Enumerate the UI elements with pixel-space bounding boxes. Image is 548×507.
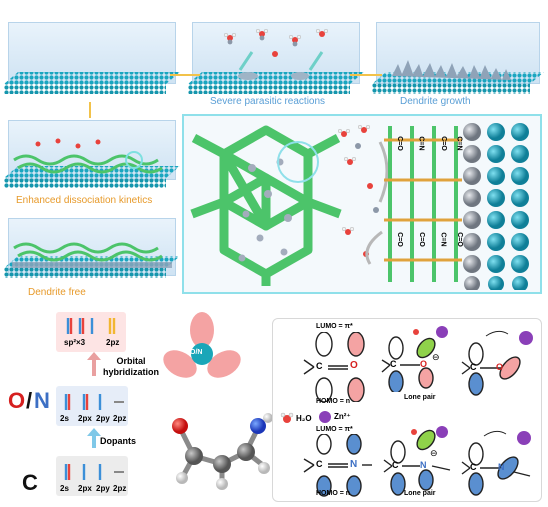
on-big-o: O <box>8 388 26 413</box>
bond-label-6: C=N <box>439 232 447 247</box>
hybrid-top-label: sp²×3 <box>64 338 86 347</box>
mo-minus-1: ⊖ <box>432 352 440 362</box>
mo-co-mid-c: C <box>390 359 397 369</box>
legend-h2o: H₂O <box>296 414 312 423</box>
on-orbital-arrows <box>64 394 124 410</box>
mo-co-right <box>461 330 533 396</box>
enhanced-substrate <box>4 138 180 188</box>
parasitic-substrate <box>188 72 364 94</box>
c-orbital-2px: 2px <box>78 484 92 493</box>
caption-dendrite-growth: Dendrite growth <box>400 96 471 107</box>
mo-co-left-c: C <box>316 361 323 371</box>
arrows-top <box>170 74 382 76</box>
mo-co-left <box>303 332 365 402</box>
mo-lumo-1: LUMO = π* <box>316 323 353 330</box>
bond-label-0: C=O <box>395 136 403 151</box>
c-orbital-2s: 2s <box>60 484 69 493</box>
mo-cn-right-n: N <box>498 462 505 472</box>
mo-cn-left-c: C <box>316 459 323 469</box>
mo-cn-left <box>303 434 372 497</box>
cof-framework <box>190 125 342 286</box>
on-orbital-2px: 2px <box>78 414 92 423</box>
hybridization-arrow <box>87 352 101 376</box>
bond-label-1: C=N <box>417 136 425 151</box>
bond-label-5: C=O <box>417 232 425 247</box>
layered-framework <box>384 126 462 282</box>
mo-cn-mid-n: N <box>420 460 427 470</box>
on-orbital-2py: 2py <box>96 414 110 423</box>
c-orbital-arrows <box>64 464 124 480</box>
ball-stick-molecule <box>172 413 273 490</box>
water-clusters-top <box>224 29 328 71</box>
mo-minus-2: ⊖ <box>430 448 438 458</box>
caption-enhanced: Enhanced dissociation kinetics <box>16 195 153 206</box>
legend-zn-icon <box>319 411 331 423</box>
mo-co-mid-o: O <box>420 359 428 369</box>
mo-cn-middle <box>383 426 451 496</box>
dendrite-substrate <box>372 60 544 94</box>
mo-co-right-o: O <box>496 362 504 372</box>
mo-lumo-2: LUMO = π* <box>316 426 353 433</box>
caption-dendrite-free: Dendrite free <box>28 287 86 298</box>
bond-label-2: C=O <box>439 136 447 151</box>
on-big-n: N <box>34 388 50 413</box>
legend-h2o-icon <box>280 412 294 423</box>
mo-co-right-c: C <box>470 362 477 372</box>
bare-zn-substrate <box>4 72 180 94</box>
hybridization-label: Orbital hybridization <box>103 356 159 377</box>
mo-homo-1: HOMO = n <box>316 398 351 405</box>
mo-cn-right-c: C <box>470 462 477 472</box>
mo-cn-left-n: N <box>350 459 358 470</box>
bond-label-4: C=O <box>395 232 403 247</box>
mo-homo-2: HOMO = n <box>316 490 351 497</box>
dendrite-free-substrate <box>4 242 180 278</box>
caption-parasitic: Severe parasitic reactions <box>210 96 326 107</box>
water-stream <box>337 125 389 265</box>
on-orbital-2s: 2s <box>60 414 69 423</box>
sp2-center-label: O/N <box>190 349 203 356</box>
legend-zn: Zn²⁺ <box>334 412 351 421</box>
on-orbital-2pz: 2pz <box>113 414 127 423</box>
mo-lone-pair-2: Lone pair <box>404 490 436 497</box>
mo-co-middle <box>381 326 448 392</box>
mo-co-left-o: O <box>350 360 358 371</box>
c-orbital-2py: 2py <box>96 484 110 493</box>
mo-cn-right <box>461 430 531 496</box>
hybrid-top-label-pz: 2pz <box>106 338 120 347</box>
on-big-slash: / <box>26 388 33 413</box>
mo-cn-mid-c: C <box>392 460 399 470</box>
c-big: C <box>22 470 38 495</box>
arrows-vertical <box>89 102 91 118</box>
hybrid-top-arrows <box>66 318 116 334</box>
schematic-area: Severe parasitic reactions Dendrite grow… <box>4 22 544 298</box>
mo-lone-pair-1: Lone pair <box>404 394 436 401</box>
c-orbital-2pz: 2pz <box>113 484 127 493</box>
dopants-label: Dopants <box>100 436 136 446</box>
zn-lattice <box>463 123 529 290</box>
dopants-arrow <box>87 428 101 448</box>
sp2-orbital-diagram <box>163 312 241 378</box>
